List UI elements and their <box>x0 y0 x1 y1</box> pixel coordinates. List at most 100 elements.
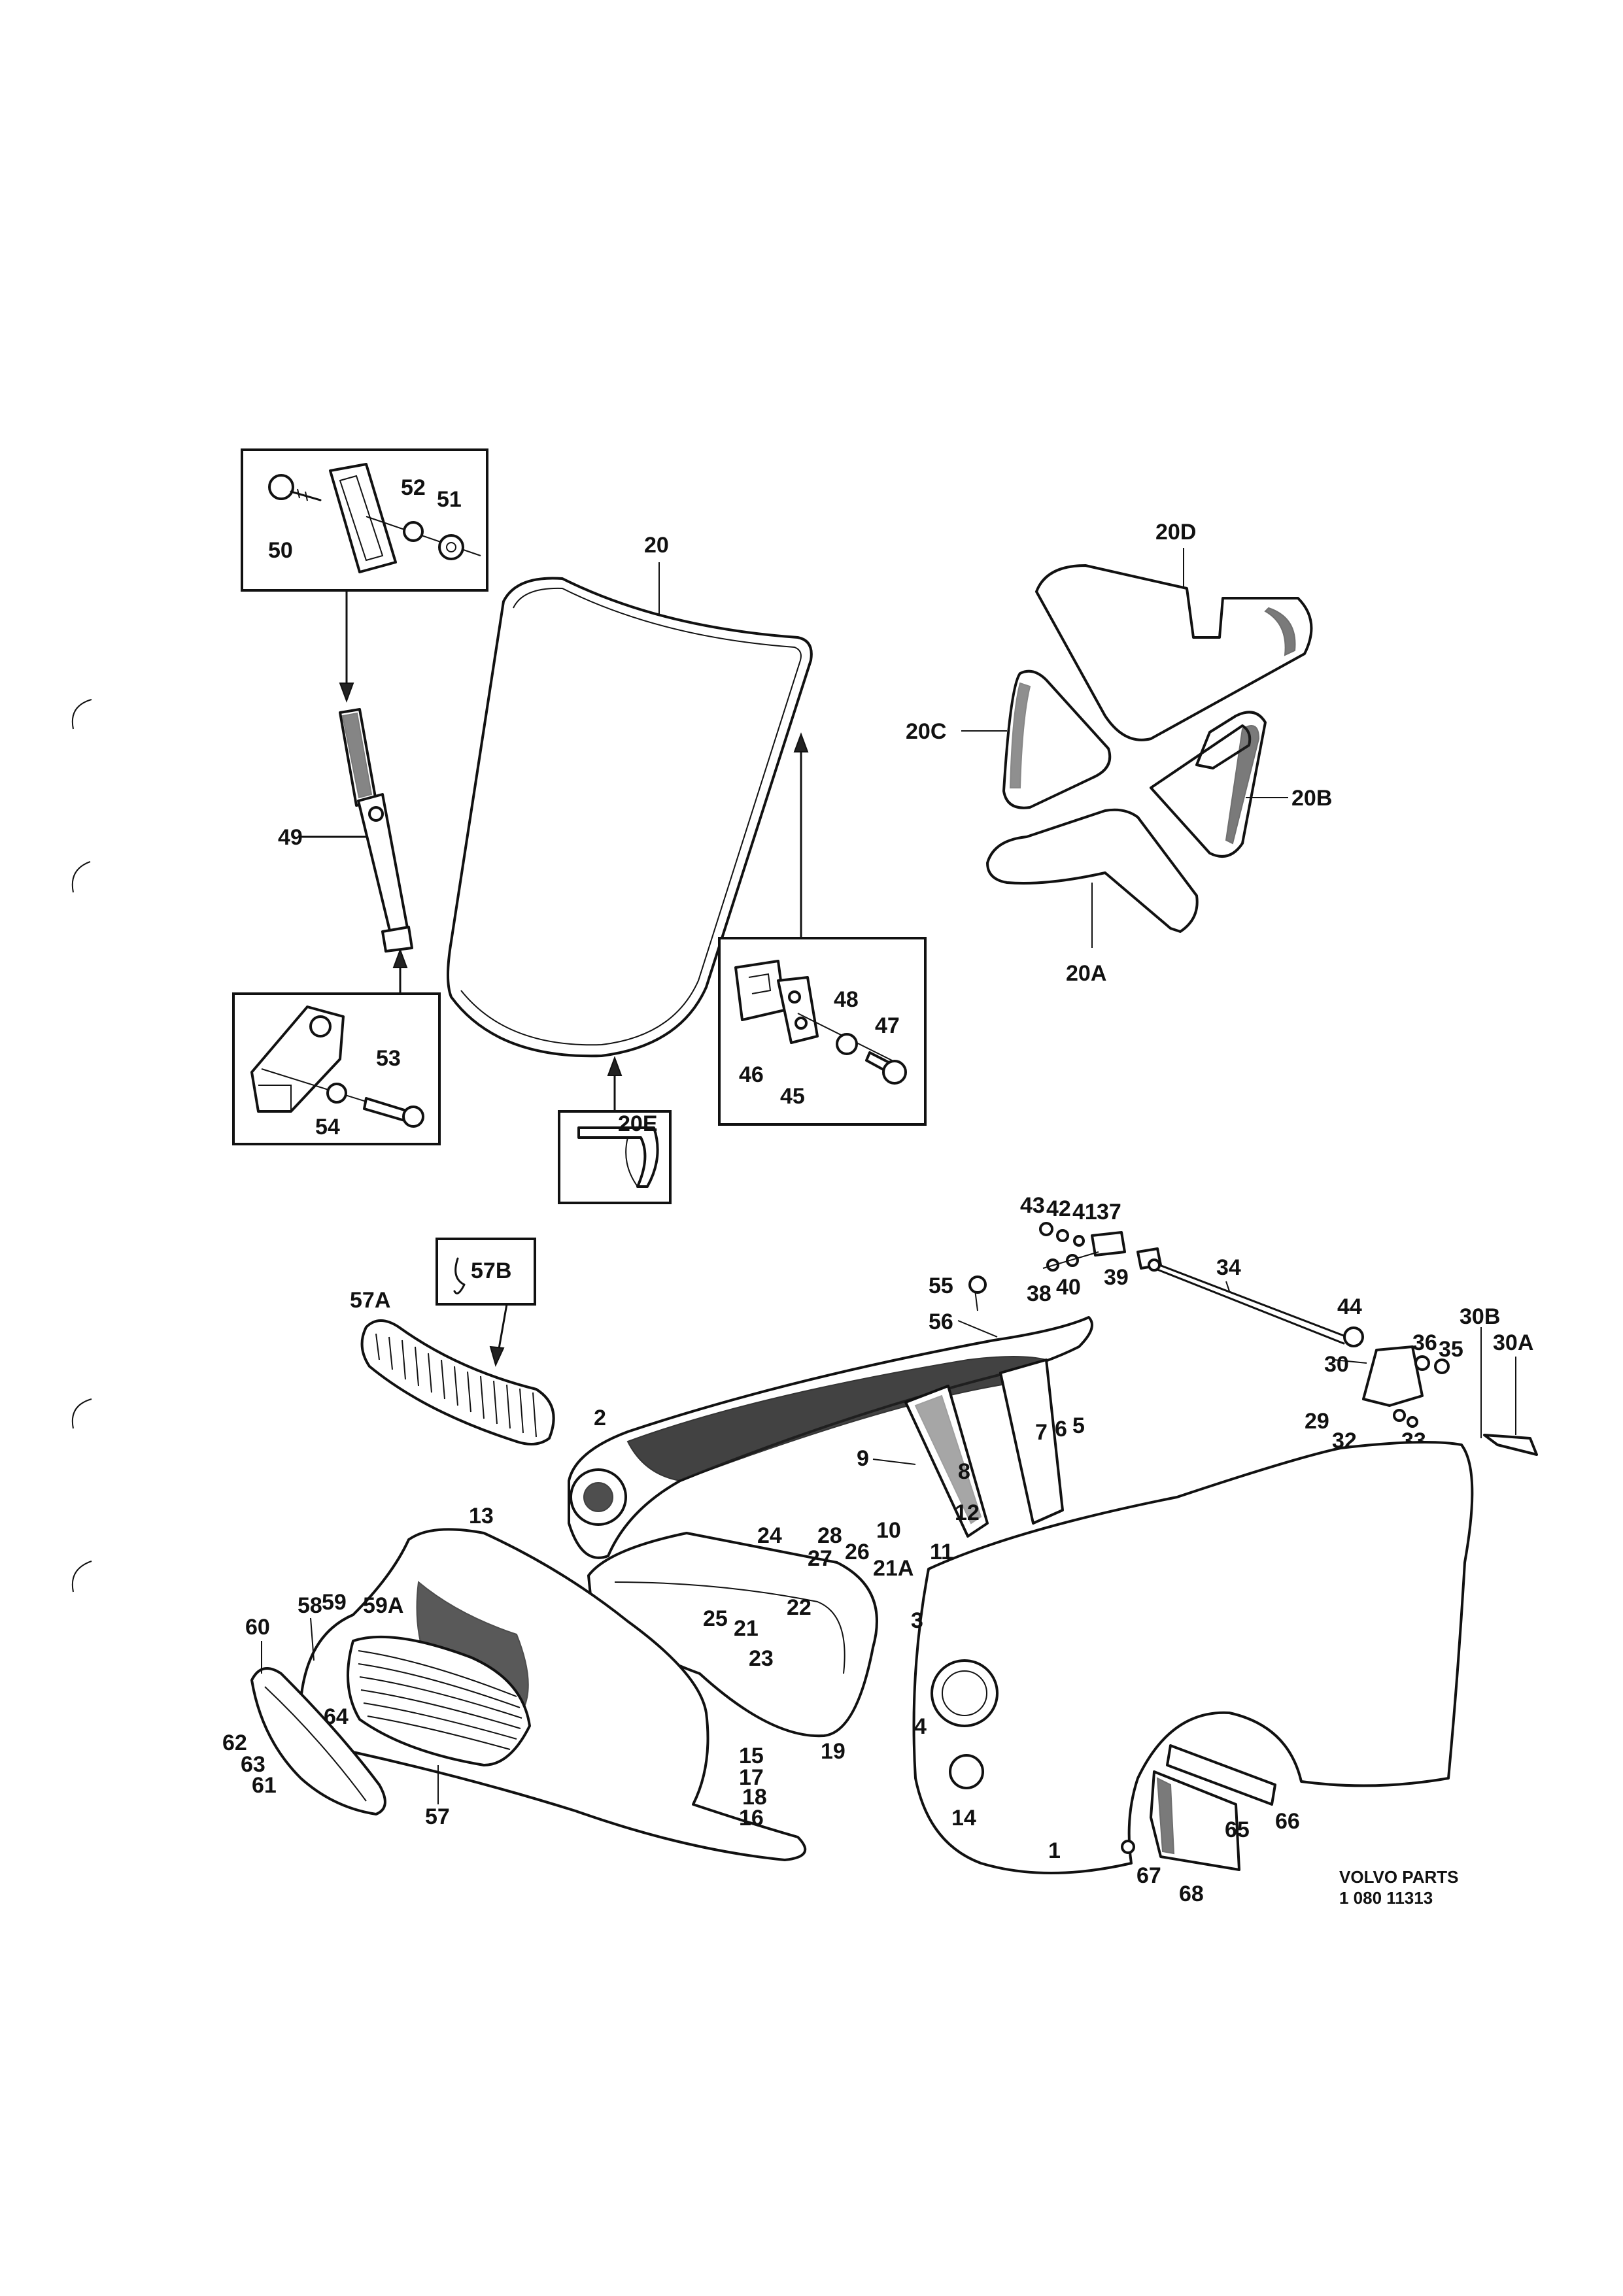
label-6: 6 <box>1055 1417 1067 1442</box>
label-20: 20 <box>644 533 669 558</box>
label-49: 49 <box>278 825 303 850</box>
label-4: 4 <box>914 1714 927 1739</box>
label-20E: 20E <box>618 1111 658 1136</box>
label-51: 51 <box>437 487 462 512</box>
label-52: 52 <box>401 475 426 500</box>
label-17: 17 <box>739 1765 764 1790</box>
label-12: 12 <box>955 1500 980 1525</box>
label-58: 58 <box>298 1593 322 1618</box>
inset-box-seal-20E: 20E <box>558 1110 672 1204</box>
label-47: 47 <box>875 1013 900 1038</box>
label-39: 39 <box>1104 1265 1129 1290</box>
label-34: 34 <box>1216 1255 1241 1280</box>
footer-brand: VOLVO PARTS <box>1339 1867 1459 1887</box>
leader-58 <box>310 1617 315 1661</box>
label-53: 53 <box>376 1046 401 1071</box>
arrow-head-57B <box>489 1345 505 1367</box>
label-29: 29 <box>1305 1409 1329 1434</box>
inset-box-bonnet-stay-bottom: 53 54 <box>232 992 441 1145</box>
label-16: 16 <box>739 1806 764 1831</box>
label-54: 54 <box>315 1115 340 1140</box>
nut-51-drawing <box>438 534 464 560</box>
label-43: 43 <box>1020 1193 1045 1218</box>
washer-54-drawing <box>326 1083 347 1104</box>
label-44: 44 <box>1337 1294 1362 1319</box>
label-59A: 59A <box>363 1593 403 1618</box>
arrow-head-inset-bottom-to-49 <box>392 948 408 968</box>
label-20A: 20A <box>1066 961 1106 986</box>
label-55: 55 <box>929 1274 953 1298</box>
screw-53-drawing <box>363 1097 424 1128</box>
label-24: 24 <box>757 1523 782 1548</box>
lock-small-parts-drawing <box>1039 1222 1126 1272</box>
label-65: 65 <box>1225 1817 1250 1842</box>
front-structure-drawing <box>250 1316 1474 1874</box>
label-67: 67 <box>1136 1863 1161 1888</box>
label-66: 66 <box>1275 1809 1300 1834</box>
label-20D: 20D <box>1155 520 1196 545</box>
bolt-50-drawing <box>268 474 322 501</box>
label-50: 50 <box>268 538 293 563</box>
inset-box-57B: 57B <box>436 1238 536 1306</box>
label-57A: 57A <box>350 1288 390 1313</box>
label-2: 2 <box>594 1406 606 1430</box>
leader-56 <box>957 1320 998 1338</box>
label-48: 48 <box>834 987 859 1012</box>
grille-ornament-57A-drawing <box>360 1319 555 1445</box>
label-5: 5 <box>1072 1413 1085 1438</box>
label-63: 63 <box>241 1752 265 1777</box>
label-11: 11 <box>930 1540 953 1564</box>
label-30B: 30B <box>1460 1304 1500 1329</box>
label-59: 59 <box>322 1590 347 1615</box>
label-25: 25 <box>703 1606 728 1631</box>
label-40: 40 <box>1056 1275 1081 1300</box>
label-30A: 30A <box>1493 1330 1533 1355</box>
catch-30A-drawing <box>1483 1434 1538 1456</box>
label-27: 27 <box>808 1546 832 1571</box>
label-35: 35 <box>1439 1337 1463 1362</box>
label-13: 13 <box>469 1504 494 1528</box>
label-10: 10 <box>876 1518 901 1543</box>
punch-mark-3 <box>71 1398 92 1429</box>
bolt-47-drawing <box>865 1051 907 1085</box>
label-18: 18 <box>742 1785 767 1810</box>
grille-57 <box>347 1635 531 1766</box>
label-7: 7 <box>1035 1420 1048 1445</box>
pad-20D <box>1035 564 1313 741</box>
bonnet-20-drawing <box>447 577 813 1058</box>
label-20C: 20C <box>906 719 946 744</box>
pad-20A <box>986 808 1199 933</box>
inset-box-bonnet-stay-top: 50 52 51 <box>241 448 488 592</box>
label-8: 8 <box>958 1459 970 1484</box>
label-42: 42 <box>1046 1196 1071 1221</box>
label-1: 1 <box>1048 1838 1061 1863</box>
label-45: 45 <box>780 1084 805 1109</box>
arrow-head-20E <box>607 1056 623 1076</box>
punch-mark-2 <box>71 861 91 893</box>
label-3: 3 <box>911 1608 923 1633</box>
grommet-55-drawing <box>968 1275 987 1294</box>
nut-52-drawing <box>403 521 424 542</box>
punch-mark-1 <box>71 699 92 730</box>
label-68: 68 <box>1179 1882 1204 1906</box>
label-60: 60 <box>245 1615 270 1640</box>
label-46: 46 <box>739 1062 764 1087</box>
arrow-head-hinge-to-bonnet <box>793 732 809 752</box>
bonnet-stay-49-drawing <box>339 708 413 953</box>
bracket-channel-drawing <box>329 463 397 573</box>
hinge-45-46-drawing <box>734 960 819 1044</box>
label-57: 57 <box>425 1804 450 1829</box>
release-cable-34-drawing <box>1136 1247 1348 1345</box>
label-28: 28 <box>817 1523 842 1548</box>
label-14: 14 <box>951 1806 976 1831</box>
label-9: 9 <box>857 1446 869 1471</box>
label-20B: 20B <box>1291 786 1332 811</box>
label-41: 41 <box>1072 1200 1097 1224</box>
punch-mark-4 <box>71 1561 92 1593</box>
label-26: 26 <box>845 1540 870 1564</box>
pad-20C <box>1002 669 1112 809</box>
label-23: 23 <box>749 1646 774 1671</box>
hinge-bracket-drawing <box>250 1005 345 1113</box>
label-57B: 57B <box>471 1258 511 1283</box>
